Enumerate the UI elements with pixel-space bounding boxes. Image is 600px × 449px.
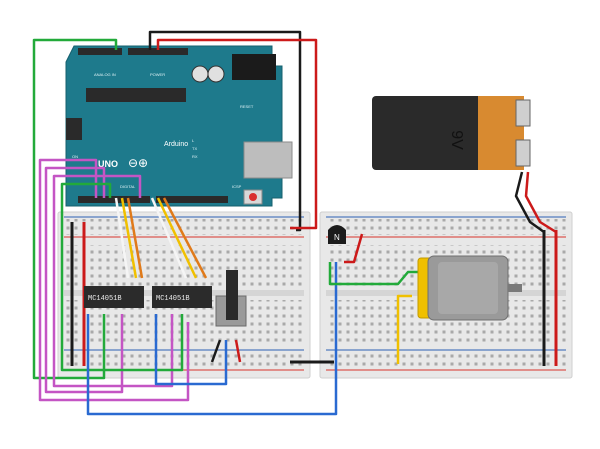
transistor: N (328, 225, 346, 244)
reset-button[interactable] (249, 193, 257, 201)
wire-orange-1 (126, 197, 144, 279)
capacitor-icon (191, 65, 209, 83)
capacitor-icon (207, 65, 225, 83)
arduino-board: UNO Arduino ⊖⊕ ANALOG IN POWER DIGITAL I… (65, 45, 293, 207)
analog-label: ANALOG IN (94, 72, 116, 77)
digital-header-high (156, 196, 228, 203)
icsp-label: ICSP (232, 184, 242, 189)
wire-red-5v (156, 38, 318, 230)
dc-motor (417, 255, 522, 321)
digital-label: DIGITAL (120, 184, 136, 189)
wire-yellow-2 (156, 197, 198, 279)
reset-label: RESET (240, 104, 254, 109)
potentiometer-knob-icon[interactable] (226, 270, 238, 320)
wire-green-motor (328, 262, 420, 286)
wire-yellow-1 (120, 197, 138, 279)
digital-header-low (78, 196, 150, 203)
wire-yellow-motor (396, 294, 412, 364)
wire-green-1 (32, 38, 118, 380)
wire-purple-2 (44, 166, 124, 394)
power-label: POWER (150, 72, 165, 77)
wire-battery-pos (524, 171, 557, 234)
analog-header (78, 48, 122, 55)
chip-1-label: MC14051B (88, 295, 122, 303)
wire-black-gnd (148, 30, 302, 232)
microcontroller-chip (86, 88, 186, 102)
wire-battery-neg (514, 171, 545, 234)
board-model: UNO (98, 159, 118, 169)
on-label: ON (72, 154, 78, 159)
wire-pot-gnd (210, 339, 222, 363)
rx-label: RX (192, 154, 198, 159)
wire-white-1 (114, 197, 130, 279)
arduino-logo-icon: ⊖⊕ (128, 156, 148, 170)
wire-white-2 (150, 197, 188, 279)
wire-blue-pot (154, 314, 228, 386)
chip-1: MC14051B (84, 286, 144, 308)
wires (32, 30, 557, 416)
chip-2-label: MC14051B (156, 295, 190, 303)
wire-purple-3 (52, 174, 174, 388)
transistor-label: N (334, 233, 340, 242)
usb-port (243, 141, 293, 179)
potentiometer[interactable] (215, 270, 247, 327)
chip-2: MC14051B (152, 286, 212, 308)
wire-purple-1 (38, 158, 190, 402)
tx-label: TX (192, 146, 197, 151)
board-brand: Arduino (164, 141, 188, 148)
battery-label: 9V (448, 130, 465, 150)
wire-orange-2 (162, 197, 208, 279)
wire-green-2 (60, 182, 184, 372)
wire-blue-long (86, 262, 338, 416)
l-label: L (192, 138, 195, 143)
power-jack (232, 54, 276, 80)
power-header (128, 48, 188, 55)
battery-9v: 9V (372, 96, 531, 170)
wire-red-transistor (344, 233, 364, 264)
motor-shaft (508, 284, 522, 292)
wire-pot-vcc (234, 339, 242, 363)
icsp-header (66, 118, 82, 140)
